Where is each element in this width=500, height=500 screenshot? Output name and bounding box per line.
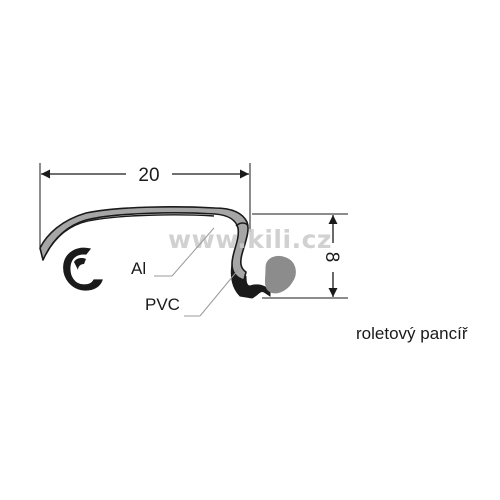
- left-curl-hook-inner: [74, 258, 86, 270]
- width-dimension-value: 20: [138, 165, 159, 186]
- aluminium-inner-edge: [45, 214, 215, 255]
- profile-cross-section: [39, 206, 296, 299]
- height-dimension: 8: [252, 213, 348, 299]
- pvc-label: PVC: [145, 295, 180, 314]
- watermark: www.kili.cz: [168, 225, 332, 254]
- left-curl-hook: [63, 247, 103, 291]
- width-dimension: 20: [39, 163, 251, 250]
- product-caption: roletový pancíř: [356, 324, 468, 343]
- pvc-bulb: [265, 255, 296, 294]
- pvc-leader-line-diagonal: [199, 269, 239, 317]
- right-hook-tip: [235, 222, 249, 227]
- leader-lines: [154, 227, 239, 317]
- al-leader-line-diagonal: [171, 227, 215, 277]
- height-dimension-value: 8: [321, 252, 342, 263]
- pvc-seal: [230, 263, 271, 299]
- al-label: Al: [131, 259, 146, 278]
